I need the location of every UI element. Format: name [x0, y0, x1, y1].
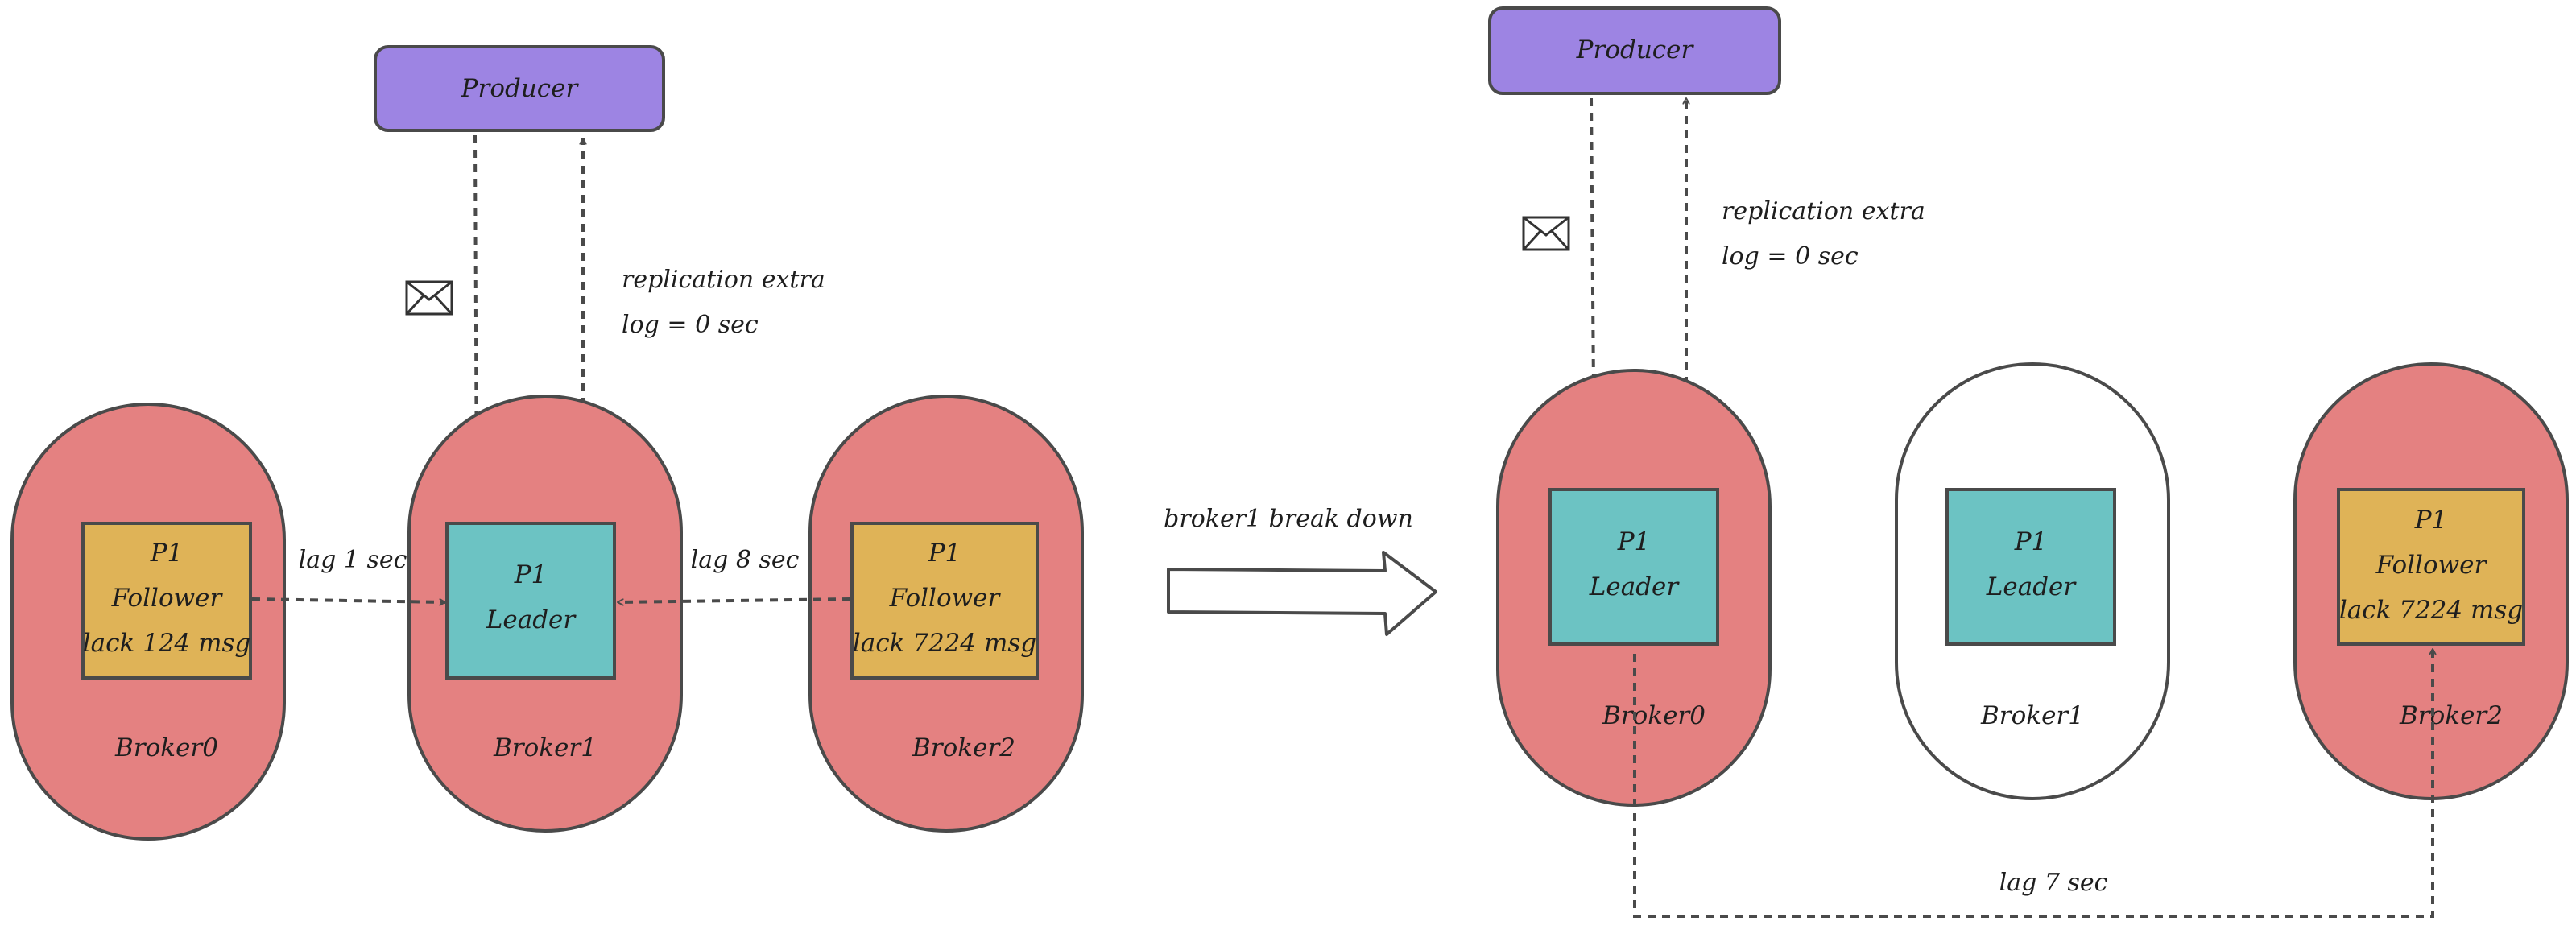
replication-note-line2: log = 0 sec	[622, 311, 759, 339]
partition-role: Leader	[486, 605, 577, 634]
producer-label: Producer	[461, 74, 580, 103]
replication-note-line1: replication extra	[622, 266, 825, 294]
broker2-node[interactable]: P1 Follower lack 7224 msg Broker2	[2293, 362, 2569, 800]
partition-p1-leader[interactable]: P1 Leader	[445, 522, 616, 680]
envelope-icon	[405, 280, 453, 316]
broker0-label: Broker0	[1602, 701, 1706, 730]
partition-role: Follower	[2375, 551, 2488, 580]
replication-arrow-broker2	[618, 597, 851, 602]
partition-p1-follower[interactable]: P1 Follower lack 7224 msg	[2337, 488, 2525, 646]
broker0-node[interactable]: P1 Follower lack 124 msg Broker0	[10, 403, 286, 841]
broker1-label: Broker1	[1980, 701, 2084, 730]
partition-p1-follower[interactable]: P1 Follower lack 124 msg	[81, 522, 252, 680]
lag-label-broker2: lag 8 sec	[691, 546, 800, 574]
partition-lag-detail: lack 7224 msg	[2339, 596, 2523, 625]
partition-role: Follower	[889, 584, 1002, 613]
partition-lag-detail: lack 124 msg	[83, 629, 251, 658]
replication-arrow-broker0	[251, 597, 445, 602]
broker1-label: Broker1	[493, 733, 597, 762]
replication-note-line1: replication extra	[1722, 197, 1925, 225]
partition-name: P1	[514, 560, 548, 589]
partition-name: P1	[2414, 506, 2448, 535]
partition-lag-detail: lack 7224 msg	[853, 629, 1036, 658]
partition-name: P1	[928, 539, 961, 568]
envelope-icon	[1522, 216, 1570, 251]
partition-role: Leader	[1986, 572, 2078, 601]
broker0-label: Broker0	[114, 733, 218, 762]
broker2-label: Broker2	[2399, 701, 2503, 730]
transition-label: broker1 break down	[1164, 505, 1413, 533]
produce-arrow	[475, 134, 477, 515]
producer-label: Producer	[1576, 35, 1695, 64]
partition-p1-leader[interactable]: P1 Leader	[1548, 488, 1719, 646]
replication-note-line2: log = 0 sec	[1722, 242, 1859, 271]
broker0-node[interactable]: P1 Leader Broker0	[1496, 369, 1772, 807]
replication-arrow-broker2	[1633, 649, 2433, 918]
partition-p1-follower[interactable]: P1 Follower lack 7224 msg	[850, 522, 1039, 680]
transition: broker1 break down	[1164, 505, 1437, 636]
transition-arrow-icon	[1167, 551, 1437, 636]
after-panel: Producer replication extra log = 0 sec P…	[1488, 6, 2569, 918]
partition-p1-leader[interactable]: P1 Leader	[1945, 488, 2116, 646]
broker1-node[interactable]: P1 Leader Broker1	[407, 395, 683, 833]
partition-role: Leader	[1589, 572, 1681, 601]
producer-box[interactable]: Producer	[374, 45, 665, 132]
partition-name: P1	[1617, 527, 1651, 556]
broker2-label: Broker2	[912, 733, 1015, 762]
broker1-node-down[interactable]: P1 Leader Broker1	[1895, 362, 2170, 800]
broker2-node[interactable]: P1 Follower lack 7224 msg Broker2	[808, 395, 1084, 833]
producer-box[interactable]: Producer	[1488, 6, 1781, 95]
before-panel: Producer replication extra log = 0 sec P…	[10, 45, 1084, 841]
partition-name: P1	[2014, 527, 2048, 556]
partition-role: Follower	[111, 584, 224, 613]
lag-label-broker0: lag 1 sec	[299, 546, 407, 574]
partition-name: P1	[150, 539, 184, 568]
lag-label-broker2: lag 7 sec	[1999, 869, 2108, 897]
